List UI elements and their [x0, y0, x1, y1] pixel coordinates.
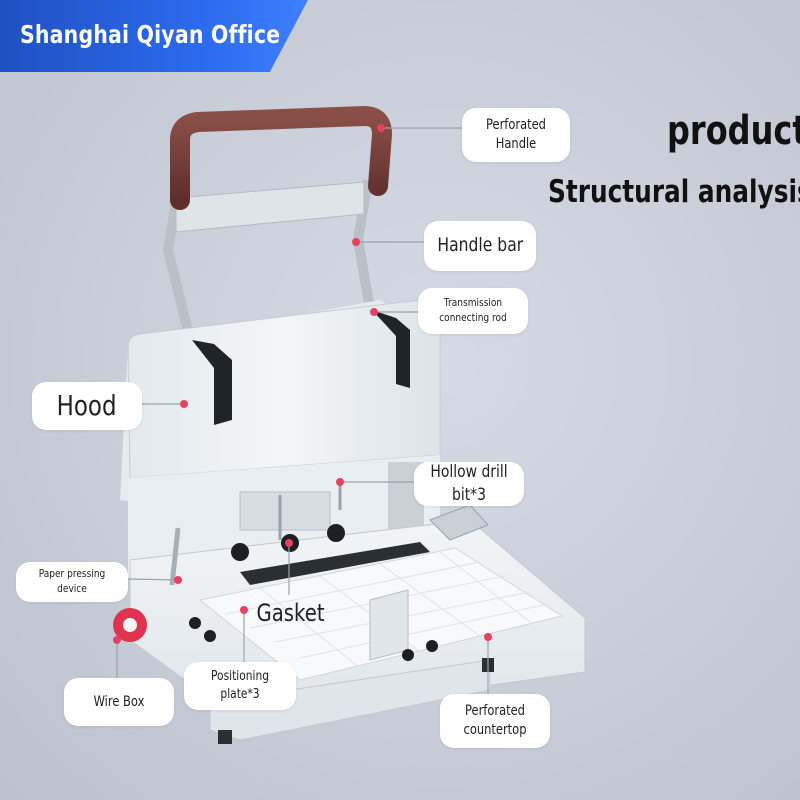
callout-text: Handle bar: [437, 234, 523, 257]
handle-bar-plate: [175, 181, 365, 233]
marker-dot: [370, 308, 378, 316]
marker-dot: [113, 636, 121, 644]
callout-text: Perforated Handle: [486, 117, 546, 152]
callout-paper-pressing-device: Paper pressing device: [16, 562, 128, 602]
marker-dot: [336, 478, 344, 486]
paper-pressing-lever: [169, 527, 181, 586]
marker-dot: [285, 539, 293, 547]
marker-dot: [180, 400, 188, 408]
callout-transmission-rod: Transmission connecting rod: [418, 288, 528, 334]
callout-positioning-plate: Positioning plate*3: [184, 662, 296, 710]
callout-hollow-drill-bit: Hollow drill bit*3: [414, 462, 524, 506]
marker-dot: [174, 576, 182, 584]
callout-text: Hood: [57, 389, 117, 423]
marker-dot: [484, 633, 492, 641]
heading-product: product: [667, 108, 800, 154]
rod-slot-right: [372, 310, 410, 388]
right-clamp: [429, 504, 489, 541]
marker-dot: [240, 606, 248, 614]
callout-perforated-handle: Perforated Handle: [462, 108, 570, 162]
callout-handle-bar: Handle bar: [424, 221, 536, 271]
front-skirt: [209, 659, 491, 741]
brand-banner: Shanghai Qiyan Office: [0, 0, 308, 72]
callout-text: Paper pressing device: [38, 567, 106, 595]
rod-slot-left: [192, 340, 232, 425]
callout-text: Positioning plate*3: [210, 669, 269, 702]
callout-text: Perforated countertop: [463, 703, 527, 738]
handle-arm-left: [162, 189, 195, 342]
marker-dot: [377, 124, 385, 132]
callout-hood: Hood: [32, 382, 142, 430]
marker-dot: [352, 238, 360, 246]
foot: [218, 730, 232, 744]
brand-name: Shanghai Qiyan Office: [20, 20, 281, 49]
drill-block: [239, 491, 331, 531]
leader-paper-pressing: [127, 578, 179, 581]
callout-wire-box: Wire Box: [64, 678, 174, 726]
callout-text: Gasket: [256, 598, 326, 627]
callout-perforated-countertop: Perforated countertop: [440, 694, 550, 748]
callout-gasket: Gasket: [248, 592, 334, 634]
gasket-strip: [240, 542, 430, 585]
callout-text: Wire Box: [93, 693, 145, 710]
heading-structural-analysis: Structural analysis: [548, 174, 800, 210]
callout-text: Transmission connecting rod: [439, 296, 507, 324]
callout-text: Hollow drill bit*3: [430, 462, 508, 505]
